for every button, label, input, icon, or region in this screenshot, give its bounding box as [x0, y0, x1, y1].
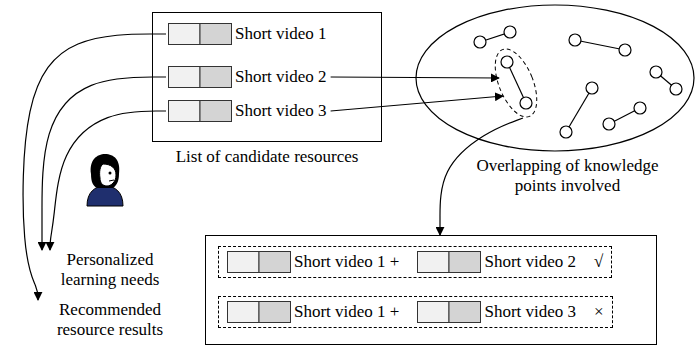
icon-right [449, 252, 481, 273]
flow-arrow [50, 111, 166, 250]
knowledge-link [507, 62, 526, 103]
flow-arrow [440, 118, 523, 235]
video-icon [417, 301, 481, 323]
icon-left [418, 252, 450, 273]
learner-hair [91, 154, 120, 188]
knowledge-link [575, 40, 625, 50]
icon-left [169, 24, 201, 45]
icon-right [259, 302, 291, 323]
video-item: Short video 1 [168, 23, 327, 45]
combination-text: Short video 3 [484, 302, 576, 322]
video-icon [168, 23, 232, 45]
graph-caption: Overlapping of knowledge points involved [460, 156, 675, 196]
learner-eye [109, 172, 112, 175]
flow-arrow [331, 77, 499, 78]
text-group: Short video 2 [168, 66, 327, 88]
knowledge-point [586, 82, 598, 94]
video-title: Short video 2 [235, 67, 327, 87]
icon-right [259, 252, 291, 273]
video-title: Short video 1 [235, 24, 327, 44]
video-icon [168, 66, 232, 88]
icon-left [228, 252, 260, 273]
text-group: Short video 2 [417, 251, 576, 273]
flow-label: Recommended resource results [50, 300, 170, 340]
icon-right [200, 67, 232, 88]
knowledge-point [569, 34, 581, 46]
text-group: Short video 3 [168, 100, 327, 122]
combination-text: Short video 1 + [294, 252, 399, 272]
combination-text: × [594, 302, 604, 322]
need-label: Personalized learning needs [30, 250, 190, 290]
flow-label: Personalized learning needs [50, 250, 170, 290]
graph-outline [415, 4, 695, 152]
knowledge-point [504, 26, 516, 38]
knowledge-link [566, 88, 592, 132]
video-icon [227, 301, 291, 323]
knowledge-point [560, 126, 572, 138]
knowledge-point [603, 118, 615, 130]
space-ellipse [416, 5, 694, 151]
text-group: Short video 3 [417, 301, 576, 323]
text-group: Short video 1 + [227, 251, 399, 273]
knowledge-graph: Overlapping of knowledge points involved [415, 4, 695, 152]
knowledge-point [634, 102, 646, 114]
icon-left [228, 302, 260, 323]
icon-right [449, 302, 481, 323]
text-group: √ [594, 252, 603, 272]
learner-icon [83, 152, 127, 208]
result-box: Short video 1 +Short video 2√Short video… [205, 235, 657, 345]
video-item: Short video 2 [168, 66, 327, 88]
learner-body [87, 186, 123, 206]
flow-arrow [331, 96, 503, 111]
icon-right [200, 101, 232, 122]
flow-arrow [42, 77, 166, 250]
knowledge-point [650, 66, 662, 78]
combination-row: Short video 1 + Short video 2 √ [218, 246, 612, 278]
resource-list-box: List of candidate resourcesShort video 1… [152, 12, 382, 142]
knowledge-point [670, 83, 682, 95]
knowledge-point [501, 56, 513, 68]
combination-row: Short video 1 + Short video 3 × [218, 296, 613, 328]
video-icon [227, 251, 291, 273]
combination-text: √ [594, 252, 603, 272]
text-group: Short video 1 [168, 23, 327, 45]
icon-left [169, 67, 201, 88]
text-group: × [594, 302, 604, 322]
overlap-ring [487, 43, 545, 122]
box-heading: List of candidate resources [153, 147, 381, 167]
text-group: Short video 1 + [227, 301, 399, 323]
learner-mouth [109, 180, 114, 181]
video-icon [168, 100, 232, 122]
combination-text: Short video 1 + [294, 302, 399, 322]
knowledge-point [520, 97, 532, 109]
video-icon [417, 251, 481, 273]
result-label: Recommended resource results [30, 300, 190, 340]
icon-left [418, 302, 450, 323]
combination-text: Short video 2 [484, 252, 576, 272]
knowledge-point [619, 44, 631, 56]
knowledge-point [474, 36, 486, 48]
learner-face [100, 164, 116, 186]
icon-left [169, 101, 201, 122]
video-item: Short video 3 [168, 100, 327, 122]
icon-right [200, 24, 232, 45]
video-title: Short video 3 [235, 101, 327, 121]
